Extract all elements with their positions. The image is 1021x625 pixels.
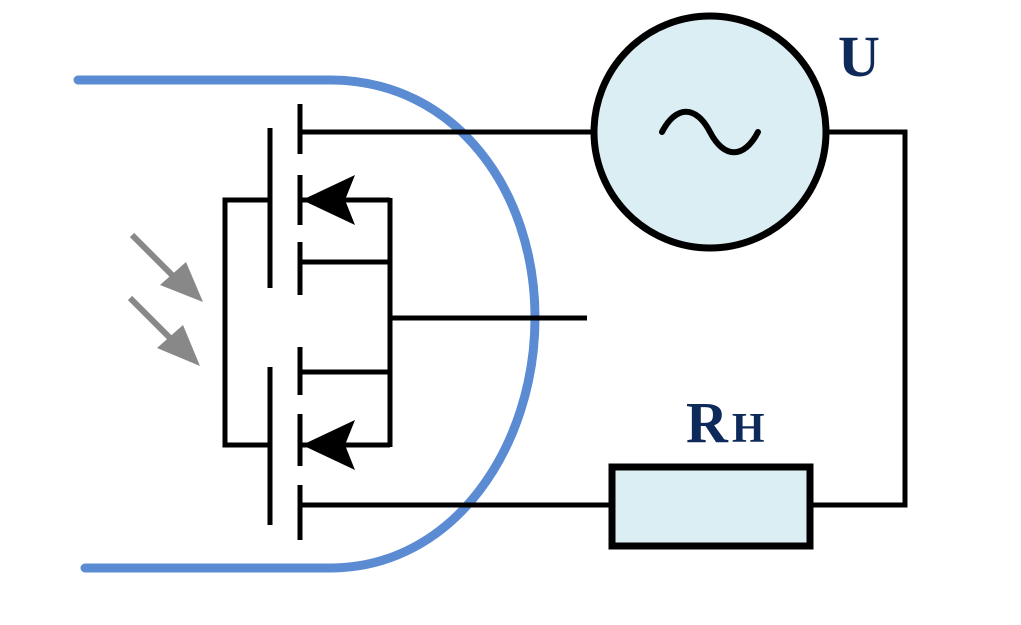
load-label-main: R [686, 390, 729, 455]
incident-light-arrow-icon [127, 232, 203, 366]
mosfet-pair [222, 104, 612, 540]
enclosure-outline [73, 75, 540, 573]
sine-wave-icon [659, 109, 761, 155]
source-label: U [838, 24, 880, 89]
body-diode-icon [302, 175, 355, 470]
ac-voltage-source [590, 12, 830, 252]
load-label: R H [686, 390, 765, 455]
load-resistor [608, 463, 814, 550]
return-wire [810, 129, 908, 508]
load-label-sub: H [732, 406, 765, 452]
